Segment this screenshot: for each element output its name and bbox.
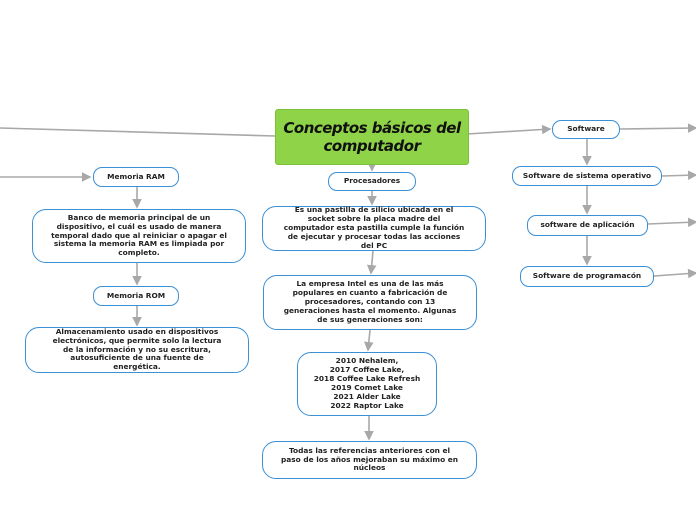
node-intel[interactable]: La empresa Intel es una de las más popul… bbox=[263, 275, 477, 330]
node-software-programacion[interactable]: Software de programacón bbox=[520, 266, 654, 287]
node-ram-description[interactable]: Banco de memoria principal de un disposi… bbox=[32, 209, 246, 263]
connector-prog-right bbox=[653, 268, 696, 279]
node-software[interactable]: Software bbox=[552, 120, 620, 139]
node-referencias[interactable]: Todas las referencias anteriores con el … bbox=[262, 441, 477, 479]
connector-root-software bbox=[466, 124, 552, 135]
connector-desc-intel bbox=[366, 250, 377, 275]
node-procesadores[interactable]: Procesadores bbox=[328, 172, 416, 191]
node-software-aplicacion[interactable]: software de aplicación bbox=[527, 215, 648, 236]
connector-so-right bbox=[661, 170, 696, 181]
connector-root-left bbox=[0, 127, 276, 137]
node-procesadores-description[interactable]: Es una pastilla de silicio ubicada en el… bbox=[262, 205, 486, 251]
node-rom-description[interactable]: Almacenamiento usado en dispositivos ele… bbox=[25, 327, 249, 373]
connector-app-right bbox=[647, 217, 696, 228]
connector-software-right bbox=[619, 123, 696, 133]
node-memoria-rom[interactable]: Memoria ROM bbox=[93, 286, 179, 306]
node-memoria-ram[interactable]: Memoria RAM bbox=[93, 167, 179, 187]
root-node[interactable]: Conceptos básicos del computador bbox=[275, 109, 469, 165]
connector-intel-gen bbox=[364, 329, 374, 352]
node-software-sistema-operativo[interactable]: Software de sistema operativo bbox=[512, 166, 662, 186]
node-intel-generations[interactable]: 2010 Nehalem, 2017 Coffee Lake, 2018 Cof… bbox=[297, 352, 437, 416]
